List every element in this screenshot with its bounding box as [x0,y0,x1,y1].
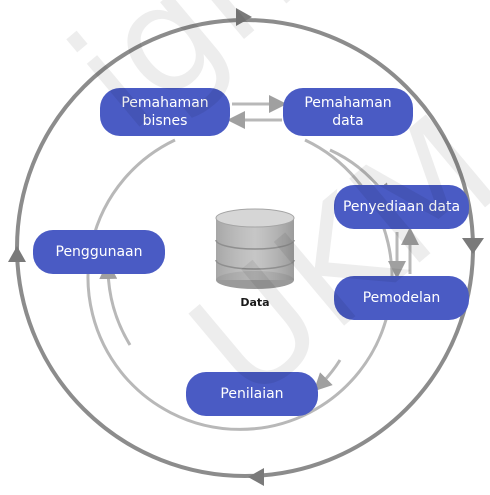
node-data-understanding: Pemahaman data [283,88,413,136]
outer-arrowhead-left [8,246,26,262]
arrow-evaluation-to-business [99,261,132,346]
node-business-understanding: Pemahaman bisnes [100,88,230,136]
node-deployment: Penggunaan [33,230,165,274]
outer-arrowhead-top [236,8,252,26]
node-modeling: Pemodelan [334,276,469,320]
center-data-label: Data [240,296,270,309]
node-evaluation: Penilaian [186,372,318,416]
node-data-preparation: Penyediaan data [334,185,469,229]
outer-arrowhead-right [462,238,484,254]
arrow-modeling-to-evaluation [313,359,342,392]
database-icon [215,208,295,289]
outer-arrowhead-bottom [248,468,264,486]
